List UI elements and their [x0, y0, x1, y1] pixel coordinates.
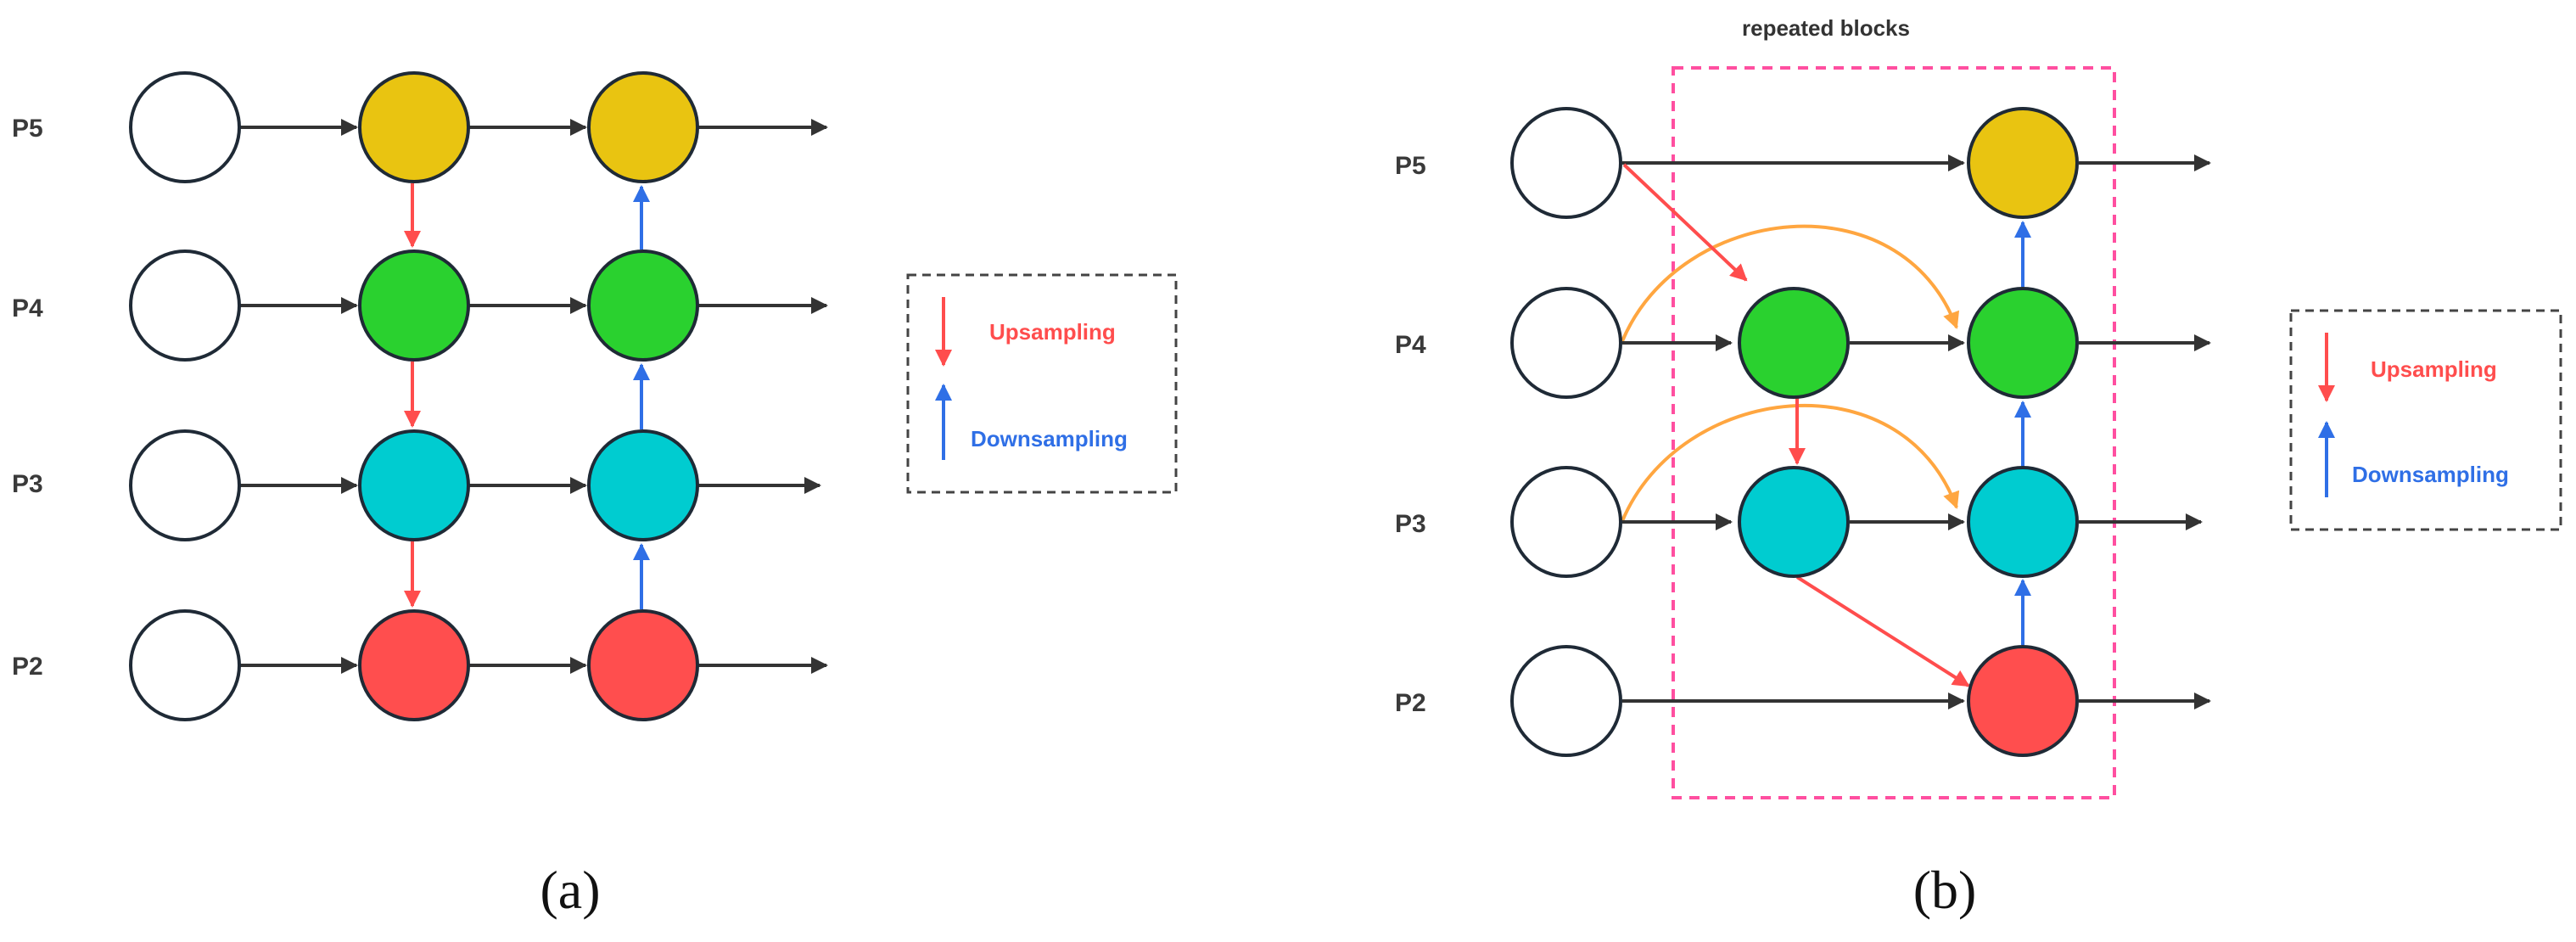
caption-a: (a) [540, 860, 600, 920]
level-label-p2: P2 [1395, 689, 1426, 717]
level-label-p3: P3 [12, 470, 43, 498]
downsampling-legend-label: Downsampling [2352, 462, 2509, 487]
level-label-p3: P3 [1395, 510, 1426, 538]
node-p4 [358, 250, 470, 362]
skip-connection-p4 [1621, 224, 1960, 342]
node-p2 [587, 609, 699, 721]
legend-a: Upsampling Downsampling [906, 273, 1178, 494]
input-node-p5 [129, 71, 241, 183]
repeated-blocks-title: repeated blocks [1742, 15, 1910, 41]
node-p4 [587, 250, 699, 362]
upsampling-legend-label: Upsampling [989, 319, 1116, 345]
node-p4 [1967, 287, 2079, 399]
nodes [129, 71, 699, 721]
input-node-p5 [1510, 107, 1622, 219]
node-p3 [1738, 466, 1850, 578]
input-node-p4 [1510, 287, 1622, 399]
level-label-p4: P4 [12, 294, 43, 322]
input-node-p3 [1510, 466, 1622, 578]
nodes [1510, 107, 2079, 757]
caption-b: (b) [1913, 860, 1977, 920]
panel-b: repeated blocks P5 P4 P3 P2 [1395, 15, 2562, 920]
upsampling-legend-label: Upsampling [2371, 356, 2497, 382]
lateral-edges [239, 119, 828, 674]
node-p5 [358, 71, 470, 183]
panel-a: P5 P4 P3 P2 [12, 71, 1178, 920]
node-p3 [358, 429, 470, 541]
node-p4 [1738, 287, 1850, 399]
node-p5 [587, 71, 699, 183]
node-p3 [1967, 466, 2079, 578]
input-node-p4 [129, 250, 241, 362]
legend-b: Upsampling Downsampling [2289, 309, 2562, 531]
node-p2 [358, 609, 470, 721]
upsampling-arrow [1622, 163, 1748, 282]
level-label-p5: P5 [1395, 152, 1426, 180]
legend-box [906, 273, 1178, 494]
upsampling-edges [1622, 163, 1970, 687]
node-p2 [1967, 645, 2079, 757]
level-label-p4: P4 [1395, 331, 1426, 359]
node-p3 [587, 429, 699, 541]
level-label-p2: P2 [12, 653, 43, 681]
lateral-edges [1622, 154, 2211, 709]
input-node-p2 [1510, 645, 1622, 757]
input-node-p3 [129, 429, 241, 541]
input-node-p2 [129, 609, 241, 721]
level-label-p5: P5 [12, 115, 43, 143]
legend-box [2289, 309, 2562, 531]
node-p5 [1967, 107, 2079, 219]
upsampling-arrow [1795, 575, 1970, 687]
downsampling-legend-label: Downsampling [971, 426, 1128, 451]
repeated-blocks-box [1672, 66, 2116, 799]
skip-connection-p3 [1621, 403, 1960, 522]
skip-connections [1621, 224, 1960, 522]
